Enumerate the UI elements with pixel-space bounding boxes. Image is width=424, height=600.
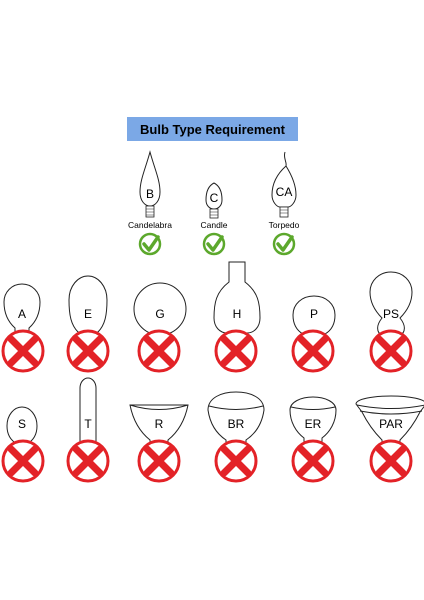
bulb-label-p: P (310, 307, 318, 321)
bulb-label-a: A (18, 307, 26, 321)
cross-icon (291, 439, 335, 483)
check-icon (138, 232, 162, 256)
bulb-ca: CA (271, 151, 297, 218)
bulb-h: H (213, 261, 261, 334)
cross-icon (66, 329, 110, 373)
bulb-e: E (68, 275, 108, 333)
bulb-label-er: ER (305, 417, 322, 431)
cross-icon (291, 329, 335, 373)
bulb-label-h: H (233, 307, 242, 321)
bulb-br: BR (207, 391, 265, 447)
caption-torpedo: Torpedo (269, 220, 300, 230)
cross-icon (214, 439, 258, 483)
cross-icon (1, 439, 45, 483)
bulb-c: C (205, 182, 223, 219)
cross-icon (369, 439, 413, 483)
bulb-par: PAR (355, 395, 424, 447)
bulb-label-r: R (155, 417, 164, 431)
bulb-label-t: T (84, 417, 92, 431)
cross-icon (214, 329, 258, 373)
bulb-s: S (6, 406, 38, 445)
bulb-label-g: G (155, 307, 164, 321)
bulb-label-b: B (146, 187, 154, 201)
bulb-t: T (79, 377, 97, 445)
bulb-label-par: PAR (379, 417, 403, 431)
bulb-label-e: E (84, 307, 92, 321)
check-icon (202, 232, 226, 256)
bulb-b: B (139, 150, 161, 218)
bulb-label-ps: PS (383, 307, 399, 321)
caption-candle: Candle (201, 220, 228, 230)
cross-icon (1, 329, 45, 373)
bulb-label-c: C (210, 191, 219, 205)
cross-icon (369, 329, 413, 373)
check-icon (272, 232, 296, 256)
cross-icon (137, 329, 181, 373)
bulb-a: A (3, 283, 41, 336)
bulb-er: ER (289, 396, 337, 447)
bulb-p: P (292, 295, 336, 335)
bulb-label-br: BR (228, 417, 245, 431)
cross-icon (137, 439, 181, 483)
bulb-label-ca: CA (276, 185, 293, 199)
title-banner: Bulb Type Requirement (127, 117, 298, 141)
caption-candelabra: Candelabra (128, 220, 172, 230)
cross-icon (66, 439, 110, 483)
bulb-label-s: S (18, 417, 26, 431)
bulb-ps: PS (369, 271, 413, 334)
bulb-g: G (133, 282, 187, 336)
